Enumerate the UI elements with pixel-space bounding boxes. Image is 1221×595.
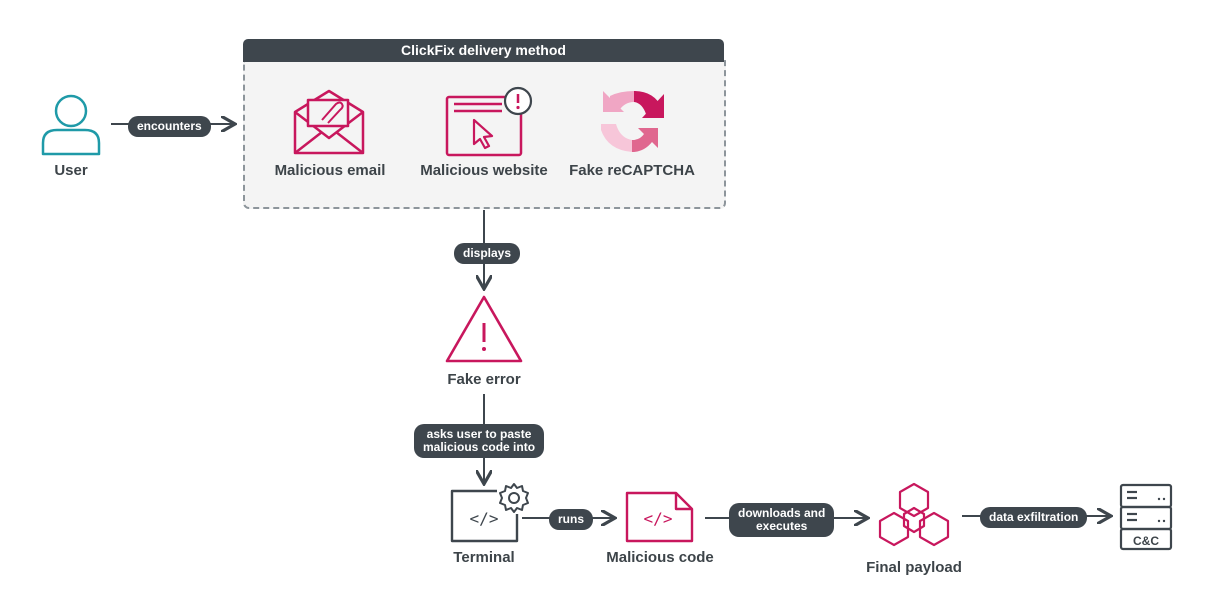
final-payload-label: Final payload xyxy=(866,559,962,576)
code-file-icon: </> xyxy=(625,491,694,543)
downloads-line2: executes xyxy=(755,519,808,533)
user-label: User xyxy=(54,162,88,179)
terminal-icon: </> xyxy=(450,489,519,543)
asks-user-label: asks user to paste malicious code into xyxy=(414,424,545,458)
cnc-label: C&C xyxy=(1133,534,1159,548)
recaptcha-icon xyxy=(601,91,664,152)
user-icon xyxy=(41,94,101,156)
data-exfiltration-label: data exfiltration xyxy=(980,507,1088,528)
envelope-icon xyxy=(293,89,365,155)
fake-error-label: Fake error xyxy=(447,371,521,388)
malicious-code-label: Malicious code xyxy=(606,549,714,566)
downloads-line1: downloads and xyxy=(738,506,826,520)
displays-label: displays xyxy=(454,243,521,264)
browser-warning-icon xyxy=(445,86,533,157)
delivery-method-title: ClickFix delivery method xyxy=(243,39,724,62)
svg-text:</>: </> xyxy=(470,509,499,528)
downloads-label: downloads and executes xyxy=(729,503,835,537)
malicious-email-label: Malicious email xyxy=(274,162,386,179)
svg-text:</>: </> xyxy=(644,509,673,528)
asks-user-line2: malicious code into xyxy=(423,440,536,454)
asks-user-line1: asks user to paste xyxy=(426,427,532,441)
runs-label: runs xyxy=(549,509,594,530)
encounters-label: encounters xyxy=(128,116,211,137)
server-icon xyxy=(1119,483,1173,551)
warning-triangle-icon xyxy=(445,295,523,363)
malicious-website-label: Malicious website xyxy=(420,162,548,179)
biohazard-icon xyxy=(878,482,950,547)
gear-icon xyxy=(499,483,529,513)
fake-recaptcha-label: Fake reCAPTCHA xyxy=(569,162,695,179)
terminal-label: Terminal xyxy=(453,549,515,566)
